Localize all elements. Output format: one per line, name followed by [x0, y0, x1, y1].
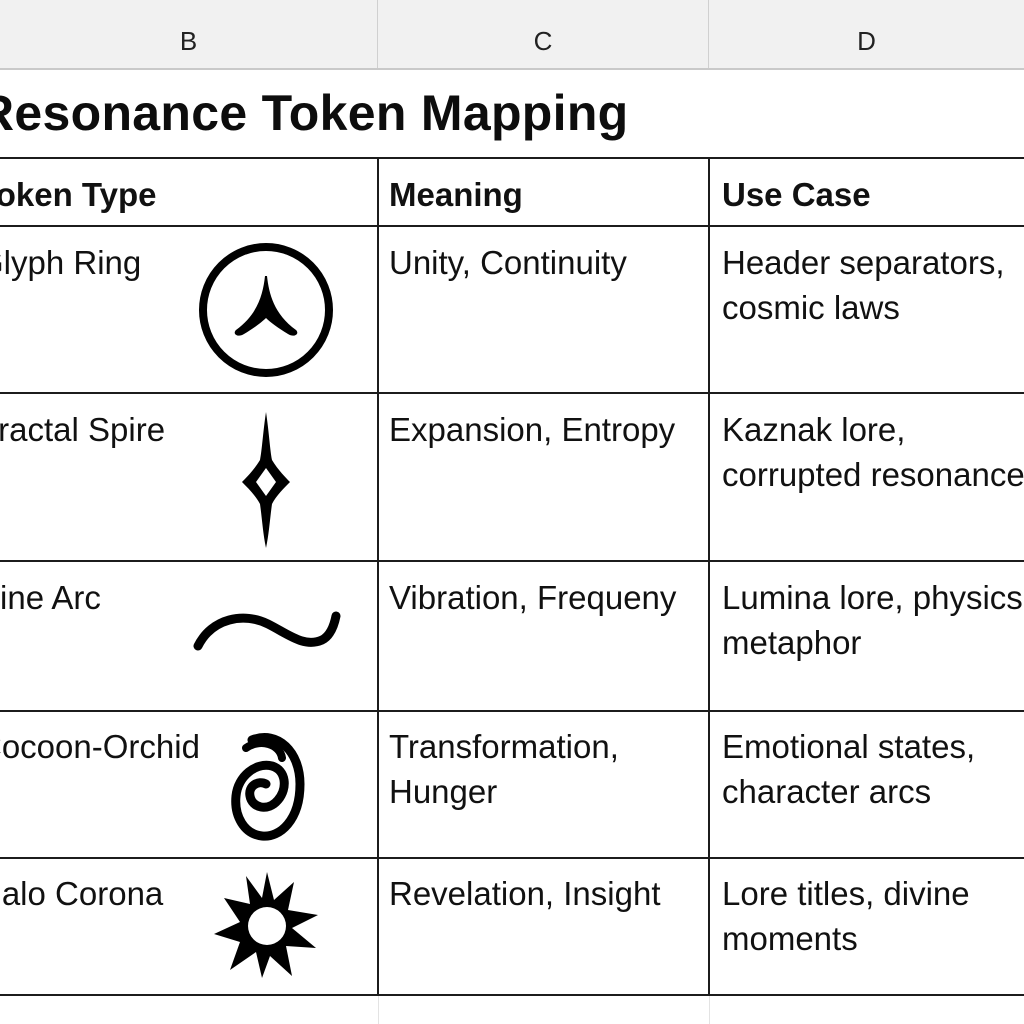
meaning-line[interactable]: Unity, Continuity — [389, 244, 627, 281]
column-header-b[interactable]: B — [0, 0, 378, 68]
column-header-c[interactable]: C — [378, 0, 709, 68]
sun-star-icon — [214, 872, 318, 978]
row-divider — [0, 225, 1024, 227]
meaning-line[interactable]: Expansion, Entropy — [389, 411, 676, 448]
row-divider — [0, 392, 1024, 394]
row-divider — [0, 710, 1024, 712]
spire-diamond-icon — [242, 412, 290, 548]
circle-trident-icon — [199, 243, 333, 377]
wave-icon — [193, 611, 341, 651]
header-meaning[interactable]: Meaning — [389, 176, 523, 213]
gridline — [709, 996, 710, 1024]
use-case-line[interactable]: Lumina lore, physics — [722, 579, 1023, 616]
token-name[interactable]: Sine Arc — [0, 579, 101, 616]
use-case-line[interactable]: moments — [722, 920, 858, 957]
gridline — [378, 996, 379, 1024]
token-name[interactable]: Cocoon-Orchid — [0, 728, 200, 765]
token-name[interactable]: Glyph Ring — [0, 244, 142, 281]
meaning-line[interactable]: Vibration, Frequeny — [389, 579, 677, 616]
use-case-line[interactable]: Kaznak lore, — [722, 411, 906, 448]
meaning-line[interactable]: Transformation, — [389, 728, 619, 765]
use-case-line[interactable]: Header separators, — [722, 244, 1005, 281]
column-divider — [708, 157, 710, 996]
token-name[interactable]: Fractal Spire — [0, 411, 166, 448]
use-case-line[interactable]: Emotional states, — [722, 728, 976, 765]
header-use-case[interactable]: Use Case — [722, 176, 871, 213]
row-divider — [0, 157, 1024, 159]
row-divider — [0, 560, 1024, 562]
meaning-line[interactable]: Revelation, Insight — [389, 875, 661, 912]
use-case-line[interactable]: Lore titles, divine — [722, 875, 970, 912]
column-header-d[interactable]: D — [857, 26, 876, 56]
column-header-bar: B C D — [0, 0, 1024, 70]
token-name[interactable]: Halo Corona — [0, 875, 164, 912]
use-case-line[interactable]: corrupted resonance — [722, 456, 1024, 493]
use-case-line[interactable]: cosmic laws — [722, 289, 900, 326]
column-divider — [377, 157, 379, 996]
spiral-loop-icon — [231, 733, 305, 841]
row-divider — [0, 994, 1024, 996]
use-case-line[interactable]: metaphor — [722, 624, 862, 661]
meaning-line[interactable]: Hunger — [389, 773, 498, 810]
row-divider — [0, 857, 1024, 859]
use-case-line[interactable]: character arcs — [722, 773, 932, 810]
header-token-type[interactable]: Token Type — [0, 176, 157, 213]
sheet-title[interactable]: Resonance Token Mapping — [0, 85, 629, 141]
